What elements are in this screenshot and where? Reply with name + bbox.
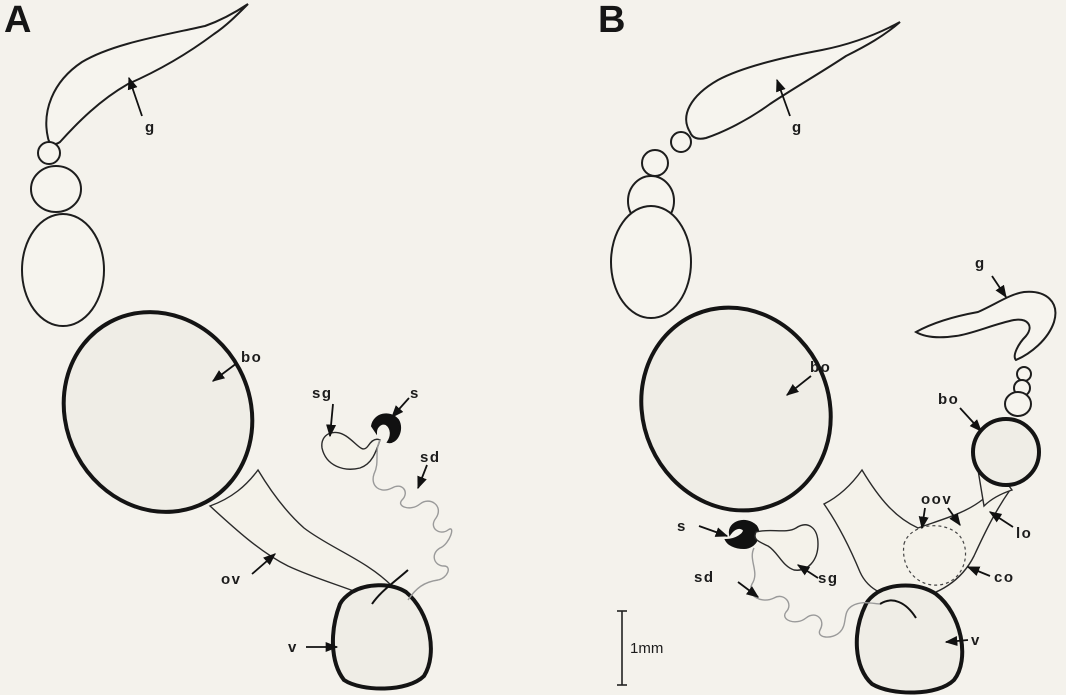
panel-b-follicle-4	[611, 206, 691, 318]
panel-b-spermatheca	[726, 521, 758, 548]
panel-b-vagina	[857, 586, 962, 693]
panel-a-spermathecal-gland	[322, 432, 380, 469]
panel-a-arrow-g	[129, 78, 142, 116]
scale-bar-label: 1mm	[630, 640, 663, 657]
panel-b-second-follicle-3	[1005, 392, 1031, 416]
panel-b-label-bo-second: bo	[938, 391, 959, 408]
panel-a-arrow-sd	[418, 465, 427, 488]
panel-b-spermathecal-gland	[755, 525, 818, 570]
panel-a-arrow-sg	[330, 404, 333, 436]
panel-a-follicle-2	[31, 166, 81, 212]
panel-a-follicle-1	[38, 142, 60, 164]
panel-a-label-s: s	[410, 385, 420, 402]
panel-b-arrow-lo	[990, 512, 1013, 527]
panel-a-letter: A	[4, 0, 31, 41]
panel-a-label-bo: bo	[241, 349, 262, 366]
panel-b-label-s: s	[677, 518, 687, 535]
panel-b-follicle-2	[642, 150, 668, 176]
panel-b-arrow-s	[699, 526, 727, 536]
panel-b-second-basal-oocyte	[973, 419, 1039, 485]
panel-b-second-follicle-1	[1017, 367, 1031, 381]
panel-b-arrow-co	[968, 567, 990, 576]
panel-a-arrow-s	[392, 398, 409, 417]
panel-b-label-v: v	[971, 632, 981, 649]
panel-a-follicle-3	[22, 214, 104, 326]
scale-bar: 1mm	[617, 611, 663, 685]
panel-a-label-g: g	[145, 119, 156, 136]
panel-b-label-g-second: g	[975, 255, 986, 272]
panel-b-letter: B	[598, 0, 625, 41]
panel-b-label-sd: sd	[694, 569, 715, 586]
panel-b-follicle-1	[671, 132, 691, 152]
panel-b-label-lo: lo	[1016, 525, 1032, 542]
panel-b: B	[598, 0, 1055, 693]
panel-b-second-germarium	[916, 292, 1055, 360]
panel-b-arrow-bo-second	[960, 408, 981, 431]
panel-b-label-oov: oov	[921, 491, 952, 508]
panel-a: A g bo sg s sd ov v	[4, 0, 452, 689]
panel-a-label-v: v	[288, 639, 298, 656]
panel-a-arrow-ov	[252, 554, 275, 574]
panel-a-label-ov: ov	[221, 571, 242, 588]
panel-a-vagina	[333, 585, 431, 688]
panel-a-spermatheca	[372, 414, 400, 442]
panel-a-label-sd: sd	[420, 449, 441, 466]
panel-b-label-g: g	[792, 119, 803, 136]
panel-a-label-sg: sg	[312, 385, 333, 402]
panel-b-label-co: co	[994, 569, 1015, 586]
panel-b-label-sg: sg	[818, 570, 839, 587]
panel-b-arrow-g-second	[992, 276, 1006, 297]
panel-b-label-bo: bo	[810, 359, 831, 376]
panel-b-arrow-sd	[738, 582, 758, 597]
